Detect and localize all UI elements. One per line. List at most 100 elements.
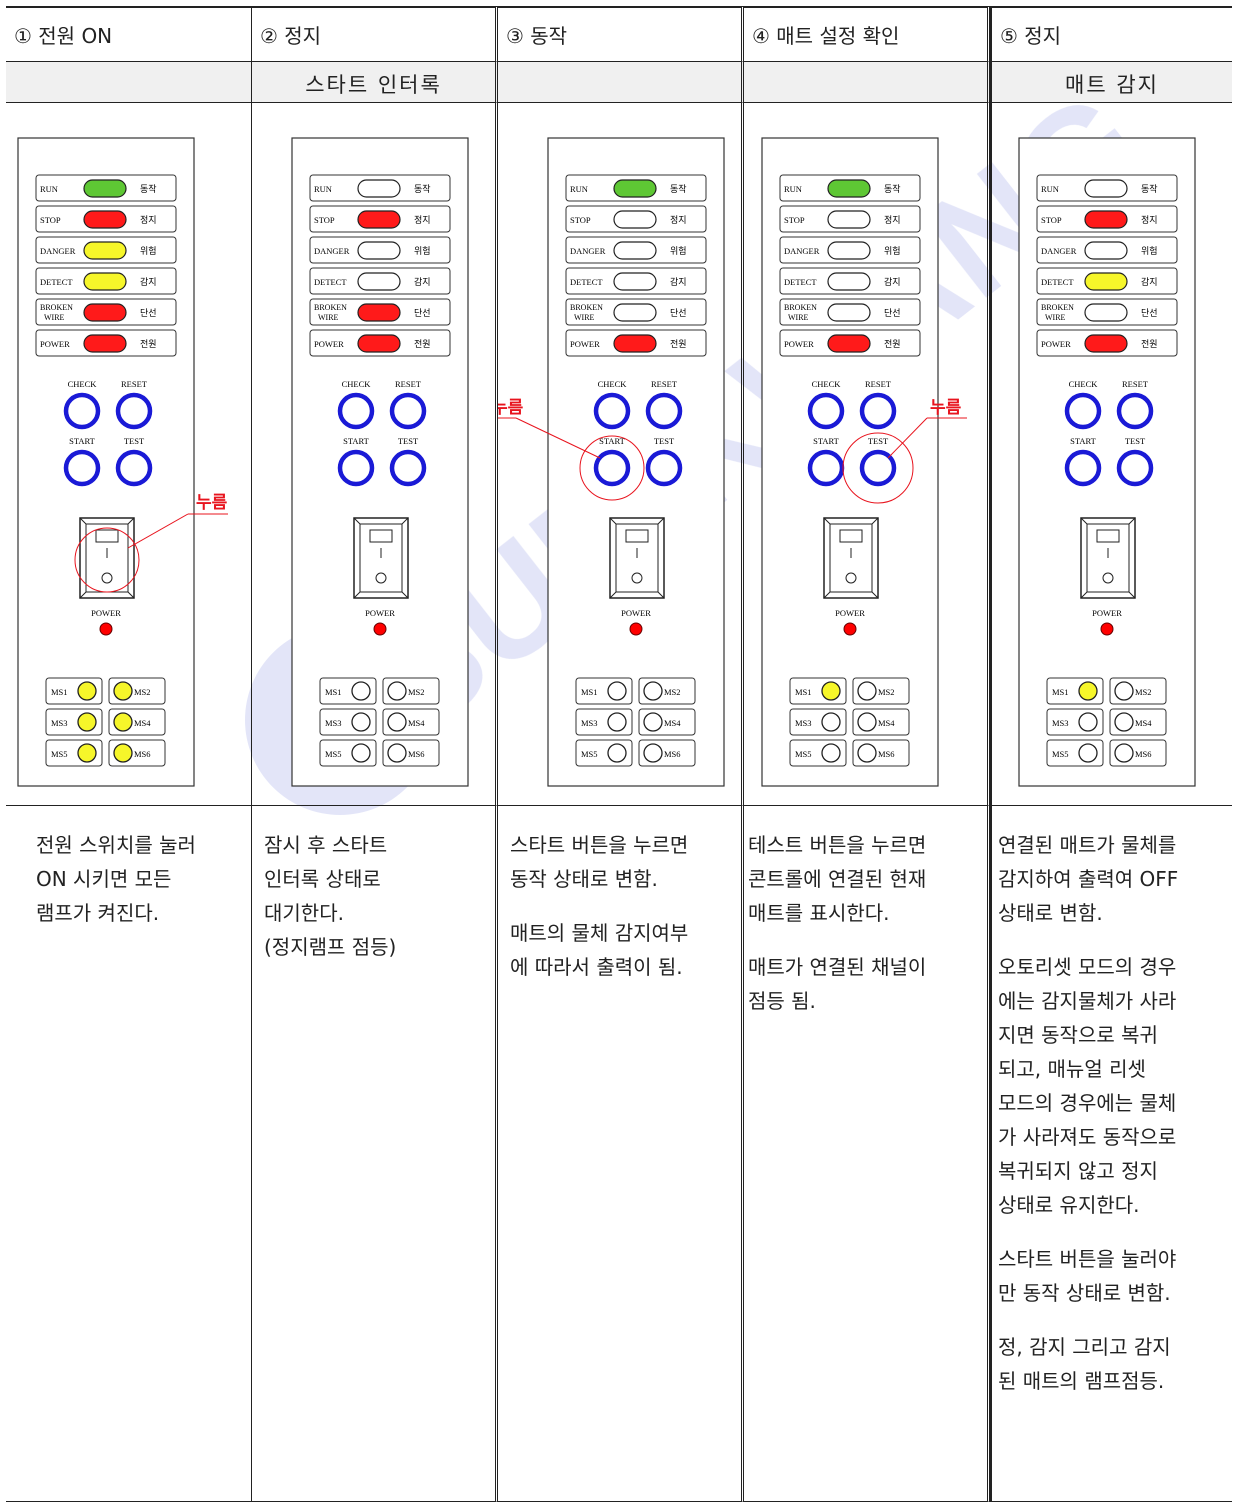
subheader-col1 bbox=[6, 62, 252, 103]
switch-bevel bbox=[79, 591, 87, 599]
procedure-table: ① 전원 ON ② 정지 ③ 동작 ④ 매트 설정 확인 ⑤ 정지 스타트 인터… bbox=[6, 6, 1232, 1502]
indicator-label-kr: 동작 bbox=[414, 184, 431, 195]
button-label: TEST bbox=[398, 436, 419, 446]
ms-lamp bbox=[351, 743, 371, 763]
indicator-label-kr: 정지 bbox=[1141, 215, 1158, 226]
switch-bevel bbox=[401, 517, 409, 525]
ms-label: MS6 bbox=[408, 749, 425, 759]
header-col5: ⑤ 정지 bbox=[990, 6, 1232, 62]
indicator-label-kr: 전원 bbox=[1141, 339, 1158, 350]
power-led-icon bbox=[373, 622, 387, 636]
power-led-label: POWER bbox=[365, 608, 395, 618]
description-text: 매트의 물체 감지여부 에 따라서 출력이 됨. bbox=[510, 921, 689, 979]
press-label: 누름 bbox=[930, 398, 962, 418]
ms-label: MS5 bbox=[581, 749, 598, 759]
header-col4: ④ 매트 설정 확인 bbox=[744, 6, 990, 62]
switch-bevel bbox=[1128, 517, 1136, 525]
indicator-label-kr: 단선 bbox=[414, 308, 431, 319]
description-text: 연결된 매트가 물체를 감지하여 출력여 OFF 상태로 변함. bbox=[998, 833, 1179, 925]
ms-lamp bbox=[607, 681, 627, 701]
description-text: 테스트 버튼을 누르면 콘트롤에 연결된 현재 매트를 표시한다. bbox=[748, 833, 927, 925]
ms-label: MS1 bbox=[581, 687, 598, 697]
panel-frame bbox=[547, 137, 725, 787]
power-led-label: POWER bbox=[621, 608, 651, 618]
indicator-label-kr: 전원 bbox=[884, 339, 901, 350]
panel-frame bbox=[17, 137, 195, 787]
description-text: 스타트 버튼을 누르면 동작 상태로 변함. bbox=[510, 833, 689, 891]
switch-bevel bbox=[871, 591, 879, 599]
ms-lamp bbox=[607, 743, 627, 763]
ms-lamp bbox=[77, 681, 97, 701]
indicator-label-kr: 전원 bbox=[670, 339, 687, 350]
power-switch-off-mark bbox=[845, 572, 857, 584]
indicator-label: STOP bbox=[40, 215, 61, 225]
indicator-label: WIRE bbox=[318, 313, 339, 322]
ms-lamp bbox=[821, 743, 841, 763]
ms-lamp bbox=[351, 712, 371, 732]
ms-lamp bbox=[387, 712, 407, 732]
subheader-col2: 스타트 인터록 bbox=[252, 62, 498, 103]
indicator-lamp bbox=[357, 179, 401, 198]
ms-label: MS5 bbox=[325, 749, 342, 759]
indicator-label-kr: 동작 bbox=[884, 184, 901, 195]
button-label: RESET bbox=[395, 379, 422, 389]
power-switch-off-mark bbox=[631, 572, 643, 584]
ms-label: MS6 bbox=[1135, 749, 1152, 759]
button-label: TEST bbox=[124, 436, 145, 446]
power-switch-top bbox=[625, 529, 649, 543]
ms-lamp bbox=[821, 681, 841, 701]
ms-label: MS1 bbox=[51, 687, 68, 697]
press-callout-arrow bbox=[515, 417, 601, 459]
power-switch-off-mark bbox=[101, 572, 113, 584]
button-label: CHECK bbox=[68, 379, 98, 389]
indicator-label: DETECT bbox=[784, 277, 817, 287]
ms-lamp bbox=[113, 681, 133, 701]
switch-bevel bbox=[609, 517, 617, 525]
indicator-lamp bbox=[357, 210, 401, 229]
button-label: CHECK bbox=[812, 379, 842, 389]
check-button-icon bbox=[1064, 392, 1102, 430]
ms-label: MS3 bbox=[581, 718, 598, 728]
indicator-label-kr: 감지 bbox=[884, 276, 901, 288]
indicator-label-kr: 동작 bbox=[140, 184, 157, 195]
panel-frame bbox=[761, 137, 939, 787]
ms-lamp bbox=[113, 712, 133, 732]
indicator-label-kr: 감지 bbox=[414, 276, 431, 288]
ms-lamp bbox=[77, 712, 97, 732]
test-button-icon bbox=[115, 449, 153, 487]
ms-label: MS5 bbox=[51, 749, 68, 759]
indicator-label-kr: 위험 bbox=[1141, 246, 1158, 257]
indicator-label-kr: 정지 bbox=[414, 215, 431, 226]
indicator-label: RUN bbox=[40, 184, 58, 194]
indicator-label: WIRE bbox=[44, 313, 65, 322]
indicator-label-kr: 전원 bbox=[140, 339, 157, 350]
power-led-label: POWER bbox=[91, 608, 121, 618]
indicator-lamp bbox=[1084, 303, 1128, 322]
indicator-lamp bbox=[613, 179, 657, 198]
indicator-label-kr: 단선 bbox=[1141, 308, 1158, 319]
header-col2: ② 정지 bbox=[252, 6, 498, 62]
power-led-label: POWER bbox=[835, 608, 865, 618]
description-col3: 스타트 버튼을 누르면 동작 상태로 변함. 매트의 물체 감지여부 에 따라서… bbox=[498, 806, 744, 1502]
indicator-label: STOP bbox=[570, 215, 591, 225]
ms-label: MS6 bbox=[664, 749, 681, 759]
button-label: START bbox=[69, 436, 96, 446]
switch-bevel bbox=[609, 591, 617, 599]
check-button-icon bbox=[807, 392, 845, 430]
power-led-icon bbox=[99, 622, 113, 636]
ms-label: MS2 bbox=[664, 687, 681, 697]
button-label: START bbox=[1070, 436, 1097, 446]
ms-lamp bbox=[857, 681, 877, 701]
indicator-lamp bbox=[827, 334, 871, 353]
indicator-label: WIRE bbox=[574, 313, 595, 322]
indicator-label: POWER bbox=[40, 339, 70, 349]
panel-frame bbox=[1018, 137, 1196, 787]
description-col4: 테스트 버튼을 누르면 콘트롤에 연결된 현재 매트를 표시한다. 매트가 연결… bbox=[744, 806, 990, 1502]
